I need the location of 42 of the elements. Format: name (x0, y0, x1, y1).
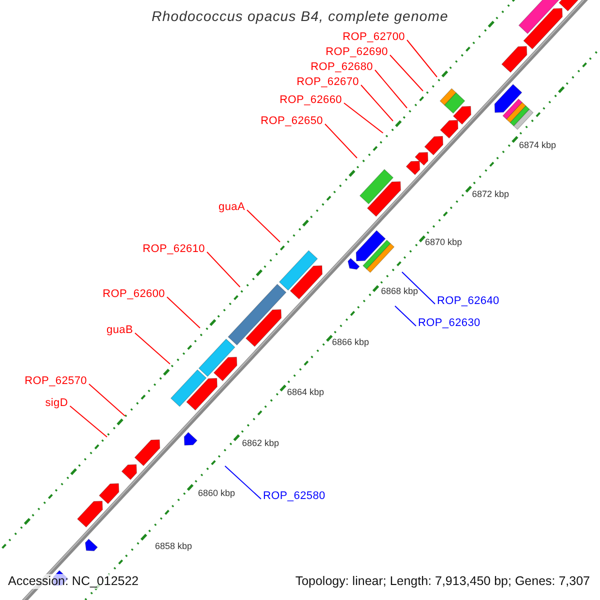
scale-label: 6862 kbp (242, 438, 280, 449)
genome-info-text: Topology: linear; Length: 7,913,450 bp; Genes: 7,307 (294, 574, 591, 589)
leader-line (344, 102, 384, 134)
scale-label: 6858 kbp (155, 541, 192, 552)
gene-label: ROP_62570 (24, 375, 87, 388)
leader-line (324, 124, 358, 158)
leader-line (394, 306, 416, 326)
gene-label: ROP_62680 (310, 61, 373, 74)
gene-label: ROP_62640 (437, 295, 500, 308)
leader-line (402, 272, 436, 304)
leader-line (134, 332, 170, 364)
gene-label: ROP_62580 (263, 490, 326, 503)
scale-label: 6874 kbp (519, 140, 556, 151)
leader-line (88, 384, 126, 416)
gene-label: ROP_62600 (102, 288, 165, 301)
leader-line (166, 296, 200, 328)
scale-label: 6864 kbp (287, 387, 324, 398)
scale-label: 6866 kbp (332, 337, 370, 348)
leader-line (70, 406, 108, 438)
gene-label: ROP_62650 (260, 115, 323, 128)
accession-text: Accession: NC_012522 (6, 574, 141, 589)
leader-line (246, 210, 280, 242)
scale-label: 6870 kbp (425, 237, 462, 248)
gene-label: ROP_62630 (418, 317, 480, 330)
leader-line (390, 54, 424, 92)
gene-label: ROP_62610 (142, 243, 205, 256)
title: Rhodococcus opacus B4, complete genome (150, 8, 450, 24)
gene-label: ROP_62700 (342, 31, 405, 44)
leader-line (224, 466, 262, 500)
gene-label: guaA (218, 201, 245, 214)
leader-line (360, 84, 394, 122)
scale-label: 6860 kbp (198, 488, 236, 499)
scale-label: 6868 kbp (381, 286, 418, 297)
leader-line (374, 70, 408, 108)
leader-line (206, 252, 240, 288)
leader-line (406, 40, 438, 78)
gene-label: ROP_62690 (326, 46, 388, 59)
scale-label: 6872 kbp (472, 189, 510, 200)
gene-label: guaB (106, 324, 133, 337)
gene-label: sigD (45, 397, 68, 410)
gene-label: ROP_62660 (280, 94, 342, 107)
gene-label: ROP_62670 (296, 76, 359, 89)
